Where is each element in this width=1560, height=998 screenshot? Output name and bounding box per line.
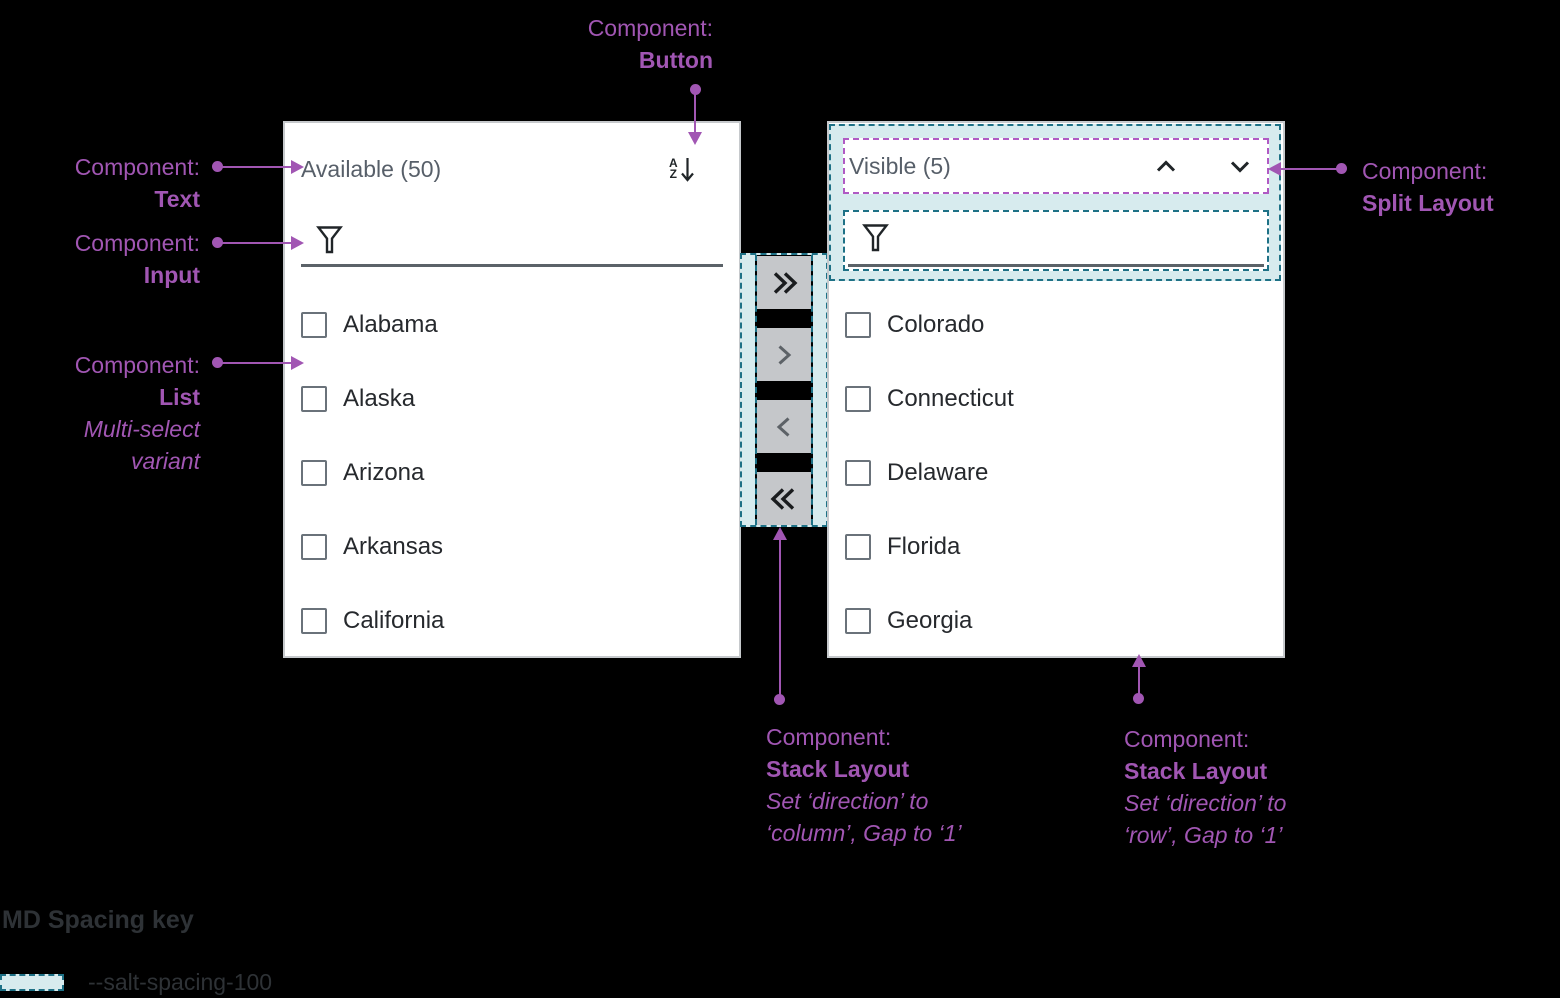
annotation-dot — [212, 237, 223, 248]
annotation-dot — [1336, 163, 1347, 174]
annotation-arrow-line — [1138, 667, 1140, 696]
annotation-arrowhead — [291, 356, 304, 370]
transfer-button-stack — [755, 255, 813, 525]
available-panel-title: Available (50) — [301, 156, 442, 182]
annotation-arrowhead — [773, 527, 787, 540]
annotation-arrowhead — [1132, 654, 1146, 667]
annotation-dot — [690, 84, 701, 95]
checkbox-unchecked[interactable] — [845, 312, 871, 338]
checkbox-unchecked[interactable] — [301, 312, 327, 338]
list-item[interactable]: Connecticut — [845, 384, 1014, 414]
annotation-split-layout: Component: Split Layout — [1362, 158, 1494, 216]
double-chevron-right-icon — [773, 271, 798, 294]
chevron-up-icon — [1156, 160, 1176, 172]
annotation-arrowhead — [291, 236, 304, 250]
available-list-panel: Available (50) A Z Alabama Alaska — [283, 121, 741, 658]
sort-az-button[interactable]: A Z — [669, 152, 709, 186]
list-item[interactable]: Alabama — [301, 310, 438, 340]
annotation-arrowhead — [688, 132, 702, 145]
checkbox-unchecked[interactable] — [301, 534, 327, 560]
list-item[interactable]: Arizona — [301, 458, 424, 488]
checkbox-unchecked[interactable] — [845, 460, 871, 486]
annotation-arrow-line — [779, 540, 781, 697]
annotation-stack-column: Component: Stack Layout Set ‘direction’ … — [766, 724, 962, 846]
annotation-arrow-line — [222, 166, 292, 168]
az-letters: A Z — [669, 156, 678, 181]
move-left-button[interactable] — [757, 400, 811, 453]
annotation-stack-row: Component: Stack Layout Set ‘direction’ … — [1124, 726, 1287, 848]
annotation-text: Component: Text — [74, 154, 200, 212]
filter-field — [843, 210, 1269, 271]
annotation-arrow-line — [222, 242, 292, 244]
list-item[interactable]: Delaware — [845, 458, 988, 488]
checkbox-unchecked[interactable] — [301, 460, 327, 486]
list-item[interactable]: California — [301, 606, 444, 636]
move-all-right-button[interactable] — [757, 256, 811, 309]
filter-funnel-icon — [862, 223, 889, 251]
annotation-arrow-line — [1281, 168, 1337, 170]
move-up-button[interactable] — [1151, 151, 1181, 181]
spacing-key-heading: MD Spacing key — [2, 906, 194, 934]
annotation-arrowhead — [1268, 162, 1281, 176]
annotation-arrow-line — [694, 94, 696, 132]
stack-layout-spacing-overlay — [740, 253, 828, 527]
list-item[interactable]: Alaska — [301, 384, 415, 414]
checkbox-unchecked[interactable] — [845, 386, 871, 412]
visible-list-panel: Visible (5) — [827, 121, 1285, 658]
filter-field — [316, 225, 715, 263]
arrow-down-icon — [680, 157, 694, 182]
move-all-left-button[interactable] — [757, 472, 811, 525]
annotation-button: Component: Button — [587, 15, 713, 73]
annotation-arrow-line — [222, 362, 292, 364]
move-right-button[interactable] — [757, 328, 811, 381]
visible-panel-title: Visible (5) — [849, 152, 951, 179]
spacing-key-token: --salt-spacing-100 — [88, 969, 273, 995]
checkbox-unchecked[interactable] — [845, 534, 871, 560]
double-chevron-left-icon — [770, 487, 795, 510]
checkbox-unchecked[interactable] — [301, 608, 327, 634]
list-item[interactable]: Georgia — [845, 606, 972, 636]
chevron-right-icon — [778, 344, 792, 365]
split-layout-region: Visible (5) — [843, 138, 1269, 194]
chevron-down-icon — [1230, 161, 1250, 173]
checkbox-unchecked[interactable] — [301, 386, 327, 412]
annotation-dot — [1133, 693, 1144, 704]
annotation-arrowhead — [291, 160, 304, 174]
checkbox-unchecked[interactable] — [845, 608, 871, 634]
filter-input[interactable] — [355, 225, 715, 259]
split-layout-spacing-overlay: Visible (5) — [829, 124, 1281, 281]
list-item[interactable]: Arkansas — [301, 532, 443, 562]
move-down-button[interactable] — [1225, 151, 1255, 181]
spacing-key-swatch — [0, 974, 64, 991]
list-item[interactable]: Florida — [845, 532, 960, 562]
annotation-dot — [774, 694, 785, 705]
input-underline — [848, 264, 1264, 267]
chevron-left-icon — [776, 416, 790, 437]
input-underline — [301, 264, 723, 267]
annotation-dot — [212, 161, 223, 172]
filter-input[interactable] — [901, 220, 1257, 255]
list-item[interactable]: Colorado — [845, 310, 984, 340]
annotation-list: Component: List Multi-select variant — [74, 352, 200, 474]
annotation-input: Component: Input — [74, 230, 200, 288]
annotation-dot — [212, 357, 223, 368]
filter-funnel-icon — [316, 226, 343, 254]
